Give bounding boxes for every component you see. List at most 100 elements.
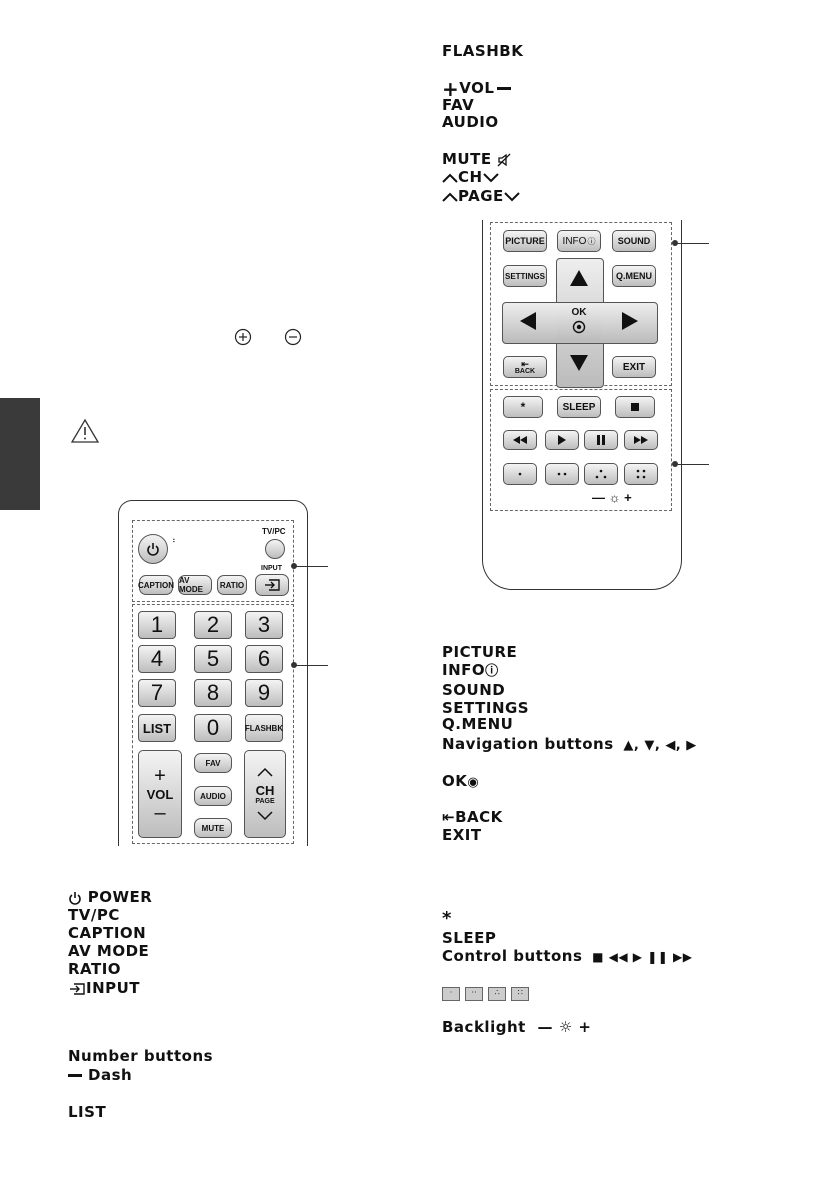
chevron-up-icon	[442, 173, 458, 183]
right-arrow-icon[interactable]	[622, 312, 638, 330]
page-label: PAGE	[442, 187, 520, 205]
avmode-button[interactable]: AV MODE	[178, 575, 212, 595]
input-icon	[70, 982, 85, 995]
vol-minus: –	[154, 801, 166, 824]
input-icon	[265, 579, 280, 591]
chevron-down-icon	[257, 811, 273, 821]
settings-button[interactable]: SETTINGS	[503, 265, 547, 287]
minus-icon	[497, 87, 512, 90]
back-button[interactable]: ⇤BACK	[503, 356, 547, 378]
fav-label: FAV	[442, 96, 475, 114]
chevron-down-icon	[504, 191, 520, 201]
number-4-button[interactable]: 4	[138, 645, 176, 673]
section-tab	[0, 398, 40, 510]
sound-button[interactable]: SOUND	[612, 230, 656, 252]
channel-rocker[interactable]: CH PAGE	[244, 750, 286, 838]
legend-exit: EXIT	[442, 826, 482, 844]
audio-label: AUDIO	[442, 113, 499, 131]
number-0-button[interactable]: 0	[194, 714, 232, 742]
mute-label: MUTE	[442, 150, 511, 168]
legend-power: POWER	[68, 888, 152, 906]
ch-text: CH	[255, 783, 275, 798]
remote-body-top	[118, 500, 308, 846]
number-6-button[interactable]: 6	[245, 645, 283, 673]
stop-icon	[631, 403, 639, 411]
power-button[interactable]	[138, 534, 168, 564]
mute-icon	[497, 153, 511, 166]
leader-line	[294, 566, 328, 567]
color-button-1[interactable]	[503, 463, 537, 485]
plus-icon: +	[442, 76, 460, 101]
number-8-button[interactable]: 8	[194, 679, 232, 707]
three-dots-icon: ∴	[488, 986, 507, 1001]
number-3-button[interactable]: 3	[245, 611, 283, 639]
play-button[interactable]	[545, 430, 579, 450]
flashbk-button[interactable]: FLASHBK	[245, 714, 283, 742]
exit-button[interactable]: EXIT	[612, 356, 656, 378]
left-arrow-icon[interactable]	[520, 312, 536, 330]
plus-minus-icons	[234, 328, 302, 346]
number-9-button[interactable]: 9	[245, 679, 283, 707]
two-dots-icon: ··	[465, 986, 484, 1001]
back-arrow-icon: ⇤	[521, 358, 529, 369]
fav-button[interactable]: FAV	[194, 753, 232, 773]
audio-button[interactable]: AUDIO	[194, 786, 232, 806]
chevron-up-icon	[442, 192, 458, 202]
sleep-button[interactable]: SLEEP	[557, 396, 601, 418]
legend-list: LIST	[68, 1103, 107, 1121]
color-button-4[interactable]	[624, 463, 658, 485]
caution-icon	[70, 418, 100, 443]
down-arrow-icon[interactable]	[570, 355, 588, 371]
tvpc-label-small: TV/PC	[262, 527, 286, 536]
volume-rocker[interactable]: + VOL –	[138, 750, 182, 838]
back-arrow-icon: ⇤	[442, 808, 456, 826]
qmenu-button[interactable]: Q.MENU	[612, 265, 656, 287]
color-button-2[interactable]	[545, 463, 579, 485]
ch-label: CH	[442, 168, 499, 186]
legend-back: ⇤BACK	[442, 808, 503, 826]
fast-forward-button[interactable]	[624, 430, 658, 450]
legend-input: INPUT	[68, 979, 140, 997]
backlight-icons: — ☼ +	[537, 1018, 592, 1036]
up-arrow-icon[interactable]	[570, 270, 588, 286]
legend-star: *	[442, 908, 452, 929]
chevron-down-icon	[482, 172, 499, 182]
ratio-button[interactable]: RATIO	[217, 575, 247, 595]
legend-avmode: AV MODE	[68, 942, 150, 960]
legend-settings: SETTINGS	[442, 699, 530, 717]
number-1-button[interactable]: 1	[138, 611, 176, 639]
nav-arrows-icons: ▲, ▼, ◀, ▶	[623, 738, 697, 753]
mute-button[interactable]: MUTE	[194, 818, 232, 838]
legend-sound: SOUND	[442, 681, 506, 699]
two-dots-icon	[557, 472, 567, 476]
rewind-button[interactable]	[503, 430, 537, 450]
legend-ratio: RATIO	[68, 960, 122, 978]
picture-button[interactable]: PICTURE	[503, 230, 547, 252]
vol-label: +VOL	[442, 76, 512, 101]
stop-button[interactable]	[615, 396, 655, 418]
info-icon: ⓘ	[485, 664, 499, 679]
flashbk-label: FLASHBK	[442, 42, 524, 60]
color-button-3[interactable]	[584, 463, 618, 485]
number-2-button[interactable]: 2	[194, 611, 232, 639]
number-5-button[interactable]: 5	[194, 645, 232, 673]
leader-dot	[291, 563, 297, 569]
input-button[interactable]	[255, 574, 289, 596]
pause-button[interactable]	[584, 430, 618, 450]
chevron-up-icon	[257, 767, 273, 777]
one-dot-icon	[518, 472, 522, 476]
number-7-button[interactable]: 7	[138, 679, 176, 707]
one-dot-icon: ·	[442, 986, 460, 1001]
ok-button[interactable]: OK	[571, 307, 587, 318]
ok-dot-icon: ◉	[467, 775, 480, 790]
fast-forward-icon	[634, 436, 648, 444]
legend-ok: OK◉	[442, 772, 480, 790]
legend-control: Control buttons ■ ◀◀ ▶ ❚❚ ▶▶	[442, 947, 693, 965]
star-button[interactable]: *	[503, 396, 543, 418]
tvpc-button[interactable]	[265, 539, 285, 559]
number-group-outline	[132, 604, 294, 844]
leader-line	[675, 243, 709, 244]
caption-button[interactable]: CAPTION	[138, 575, 174, 595]
list-button[interactable]: LIST	[138, 714, 176, 742]
